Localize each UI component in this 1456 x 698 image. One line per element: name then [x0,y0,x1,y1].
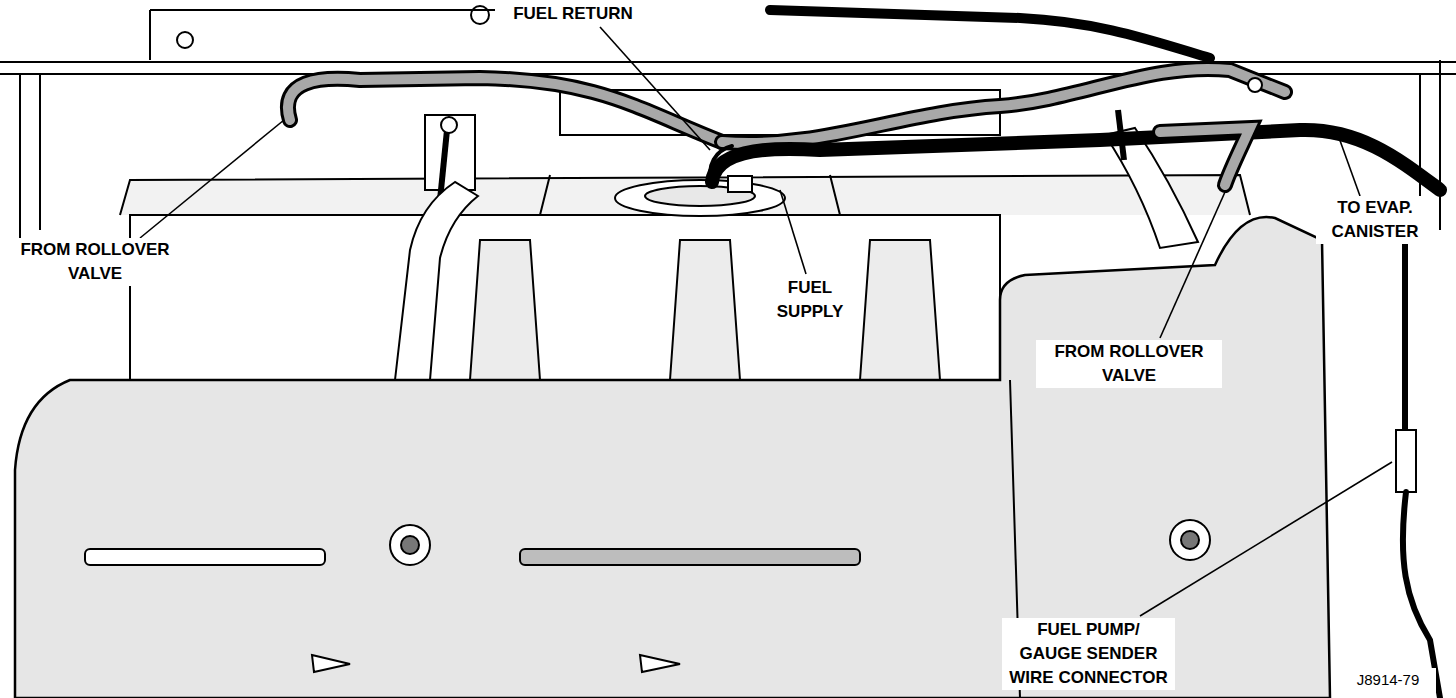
hose-clip [1248,78,1262,92]
part-label: FROM ROLLOVER VALVE [2,238,188,286]
fuel-line [770,10,1210,58]
tank-rib [470,240,540,380]
vent-hose [288,78,722,142]
tank-seam [540,175,840,215]
wire-harness [1402,230,1408,430]
leader-line [140,120,284,238]
skid-slot [85,549,325,565]
leader-line [780,190,806,274]
skid-slot [520,549,860,565]
tank-side [130,215,1000,380]
skid-bolt [1181,531,1199,549]
pump-fitting [728,176,752,192]
frame-rail [20,74,40,260]
bolt-head [471,6,489,24]
part-label: FUEL RETURN [495,2,651,26]
clip [177,32,193,48]
part-label: FUEL PUMP/ GAUGE SENDER WIRE CONNECTOR [1002,618,1175,690]
leader-line [1338,135,1360,196]
skid-arrow [640,655,680,672]
leader-line [1140,462,1392,616]
part-label: J8914-79 [1340,668,1436,692]
strap-nut [441,117,457,133]
fuel-line [712,130,1440,190]
pump-module-ring [615,180,785,216]
tank-strap [395,182,478,380]
strap-bracket [425,115,475,190]
leader-line [600,27,710,150]
part-label: TO EVAP. CANISTER [1316,196,1434,244]
vent-hose-outline [1160,128,1250,185]
crossmember-edge [0,61,1456,63]
skid-bolt [1170,520,1210,560]
part-label: FUEL SUPPLY [762,276,858,324]
skid-plate [15,217,1330,698]
part-label: FROM ROLLOVER VALVE [1036,340,1222,388]
return-tube [710,146,732,185]
skid-arrow [312,655,350,672]
leader-line [1160,192,1225,338]
tank-rib [860,240,940,380]
skid-bolt [390,525,430,565]
vent-hose-outline [288,78,722,142]
wire-connector [1396,430,1416,492]
tank-rib [670,240,740,380]
skid-bolt [401,536,419,554]
vent-hose [1160,128,1250,185]
tank-top [120,175,1250,215]
